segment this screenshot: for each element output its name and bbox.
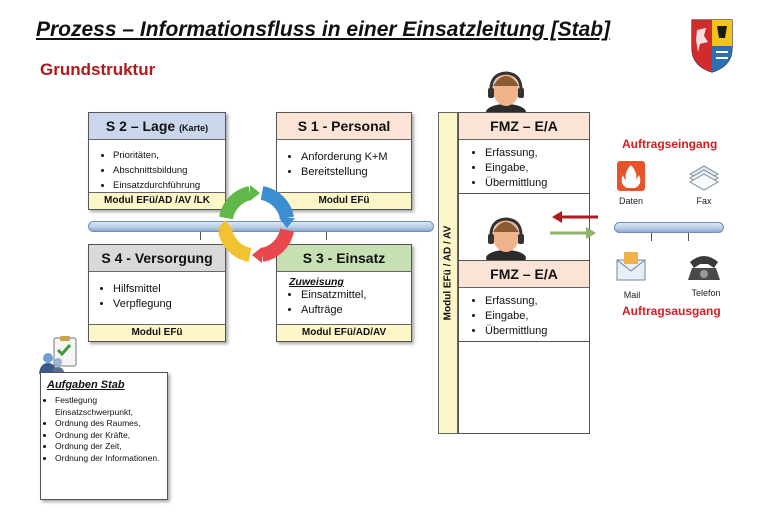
page-subtitle: Grundstruktur — [40, 60, 156, 79]
s2-modul-footer: Modul EFü/AD /AV /LK — [89, 192, 225, 209]
s1-personal-box: S 1 - Personal Anforderung K+M Bereitste… — [276, 112, 412, 210]
list-item: Übermittlung — [485, 176, 589, 191]
s4-header: S 4 - Versorgung — [89, 245, 225, 272]
fmz-bottom-header: FMZ – E/A — [459, 261, 589, 288]
coat-of-arms-logo — [691, 19, 733, 73]
list-item: Ordnung der Informationen. — [55, 453, 161, 465]
list-item: Bereitstellung — [301, 165, 411, 180]
s1-modul-footer: Modul EFü — [277, 192, 411, 209]
list-item: Aufträge — [301, 303, 411, 318]
list-item: Einsatzmittel, — [301, 288, 411, 303]
pipe-tick — [651, 233, 652, 241]
fmz-bottom-box: FMZ – E/A Erfassung, Eingabe, Übermittlu… — [458, 260, 590, 342]
s2-lage-box: S 2 – Lage (Karte) Prioritäten, Abschnit… — [88, 112, 226, 210]
list-item: Ordnung des Raumes, — [55, 418, 161, 430]
list-item: Ordnung der Zeit, — [55, 441, 161, 453]
list-item: Erfassung, — [485, 146, 589, 161]
list-item: Festlegung Einsatzschwerpunkt, — [55, 395, 161, 418]
list-item: Erfassung, — [485, 294, 589, 309]
s4-modul-footer: Modul EFü — [89, 324, 225, 341]
pipe-tick — [200, 232, 201, 240]
list-item: Übermittlung — [485, 324, 589, 339]
fax-label: Fax — [696, 196, 712, 206]
s2-title-small: (Karte) — [179, 123, 209, 133]
process-cycle-icon — [217, 185, 295, 263]
telephone-icon — [688, 256, 720, 280]
pipe-tick — [326, 232, 327, 240]
s3-einsatz-box: S 3 - Einsatz Zuweisung Einsatzmittel, A… — [276, 244, 412, 342]
s2-header: S 2 – Lage (Karte) — [89, 113, 225, 140]
auftragseingang-label: Auftragseingang — [622, 137, 718, 151]
aufgaben-stab-box: Aufgaben Stab Festlegung Einsatzschwerpu… — [40, 372, 168, 500]
information-pipe-right — [614, 222, 724, 233]
list-item: Hilfsmittel — [113, 282, 225, 297]
page-title: Prozess – Informationsfluss in einer Ein… — [36, 18, 611, 41]
list-item: Prioritäten, — [113, 148, 225, 163]
list-item: Ordnung der Kräfte, — [55, 430, 161, 442]
fire-data-icon — [617, 161, 645, 191]
list-item: Eingabe, — [485, 161, 589, 176]
s1-header: S 1 - Personal — [277, 113, 411, 140]
daten-label: Daten — [618, 196, 644, 206]
s2-title: S 2 – Lage — [105, 118, 176, 134]
list-item: Anforderung K+M — [301, 150, 411, 165]
list-item: Eingabe, — [485, 309, 589, 324]
flow-arrows — [550, 211, 598, 239]
fmz-top-header: FMZ – E/A — [459, 113, 589, 140]
list-item: Abschnittsbildung — [113, 163, 225, 178]
modul-vertical-label: Modul EFü / AD / AV — [442, 225, 454, 321]
information-pipe-left — [88, 221, 434, 232]
s3-subhead: Zuweisung — [289, 276, 344, 288]
telefon-label: Telefon — [691, 288, 721, 298]
list-item: Verpflegung — [113, 297, 225, 312]
s3-header: S 3 - Einsatz — [277, 245, 411, 272]
fax-icon — [688, 165, 720, 191]
modul-vertical-strip: Modul EFü / AD / AV — [438, 112, 458, 434]
operator-headset-icon — [486, 217, 526, 262]
operator-headset-icon — [486, 71, 526, 116]
list-item: Einsatzdurchführung — [113, 178, 225, 193]
s3-modul-footer: Modul EFü/AD/AV — [277, 324, 411, 341]
mail-label: Mail — [623, 290, 641, 300]
mail-icon — [616, 252, 646, 281]
fmz-top-box: FMZ – E/A Erfassung, Eingabe, Übermittlu… — [458, 112, 590, 194]
auftragsausgang-label: Auftragsausgang — [622, 304, 721, 318]
s4-versorgung-box: S 4 - Versorgung Hilfsmittel Verpflegung… — [88, 244, 226, 342]
pipe-tick — [688, 233, 689, 241]
aufgaben-stab-title: Aufgaben Stab — [47, 379, 125, 391]
staff-clipboard-icon — [39, 336, 77, 376]
